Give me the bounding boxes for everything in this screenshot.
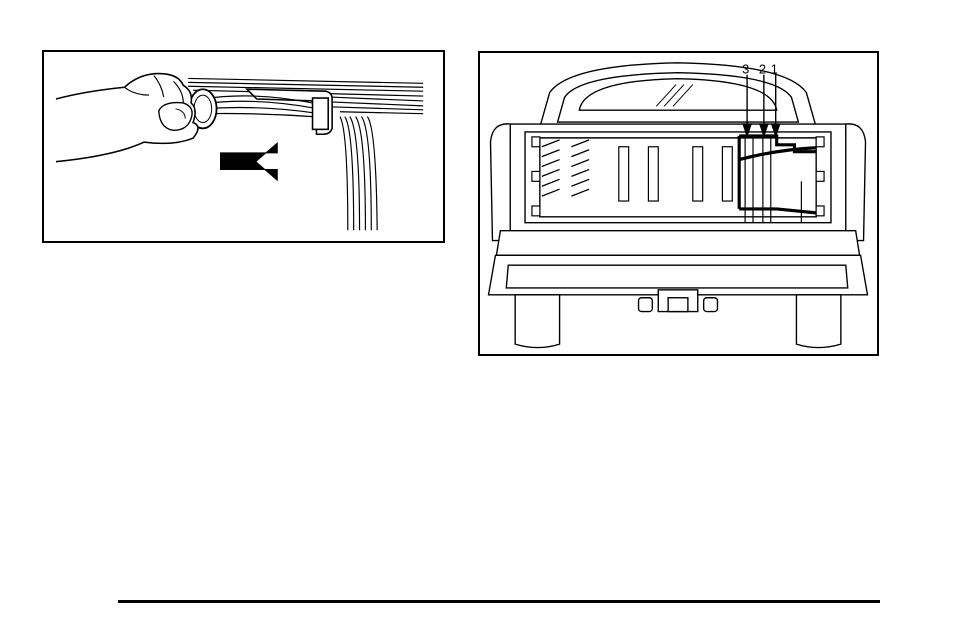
strap-buckle-illustration: [44, 52, 443, 241]
truck-figure: 3 2 1: [478, 51, 879, 356]
strap-figure: [42, 50, 445, 243]
callout-1: 1: [771, 62, 778, 77]
pickup-truck-rear-illustration: 3 2 1: [480, 53, 877, 354]
page-footer-rule: [118, 600, 880, 603]
callout-2: 2: [759, 62, 766, 77]
callout-3: 3: [742, 62, 749, 77]
arrow-left-icon: [220, 143, 277, 180]
